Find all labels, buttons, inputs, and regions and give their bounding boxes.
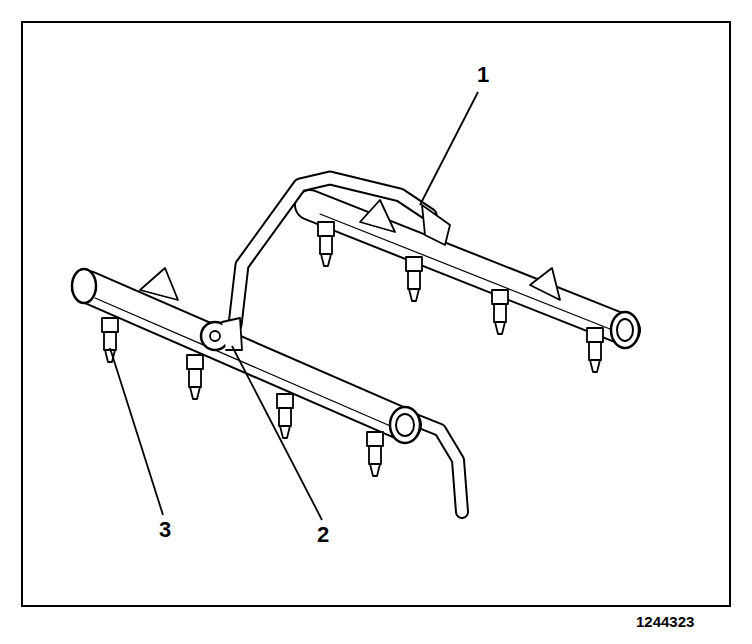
fuel-rail-assembly bbox=[72, 178, 639, 512]
callout-number: 3 bbox=[159, 519, 171, 541]
callout-number: 1 bbox=[477, 64, 489, 86]
frame-border bbox=[22, 22, 730, 606]
callout-number: 2 bbox=[317, 524, 329, 546]
figure-number: 1244323 bbox=[636, 614, 694, 629]
leader-lines bbox=[110, 92, 478, 520]
